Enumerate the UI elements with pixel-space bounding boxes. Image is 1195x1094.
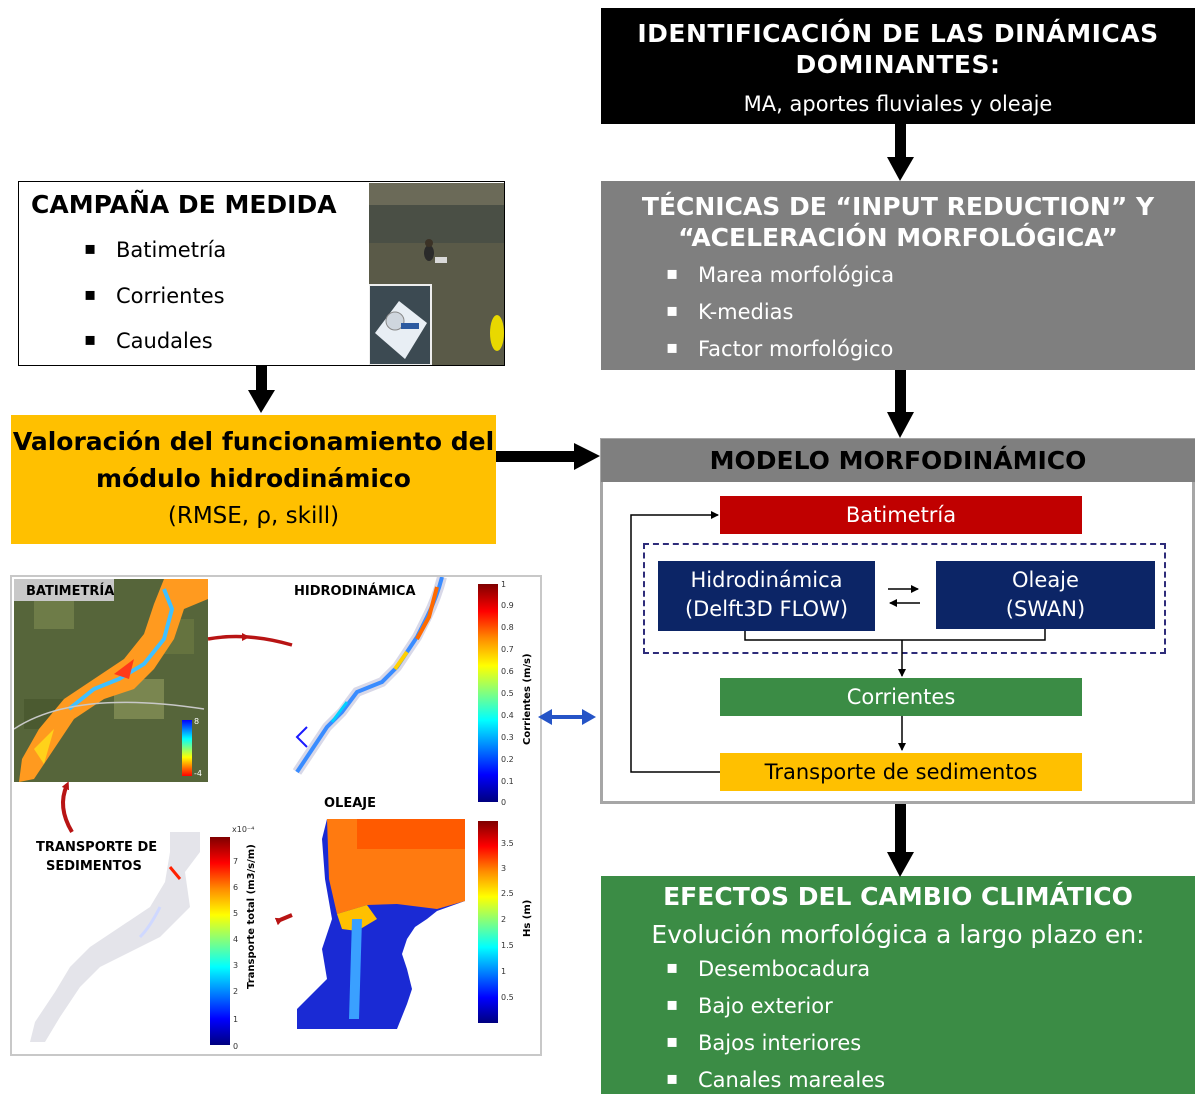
delft3d-label: (Delft3D FLOW)	[684, 597, 849, 621]
transporte-panel-label-2: SEDIMENTOS	[46, 859, 142, 874]
valoracion-subtitle: (RMSE, ρ, skill)	[167, 503, 340, 529]
hs-tick: 0.5	[501, 993, 514, 1002]
batimetria-panel-label: BATIMETRÍA	[26, 584, 115, 599]
modelo-transporte-box: Transporte de sedimentos	[720, 753, 1082, 791]
transporte-tick: 2	[233, 987, 239, 996]
down-arrow-icon	[248, 390, 275, 413]
efectos-subtitle: Evolución morfológica a largo plazo en:	[651, 920, 1145, 949]
corrientes-tick: 0.2	[501, 755, 514, 764]
batimetria-tick-top: 8	[194, 717, 200, 726]
campana-item: Corrientes	[84, 284, 224, 308]
modelo-title: MODELO MORFODINÁMICO	[601, 439, 1195, 482]
corrientes-tick: 0	[501, 798, 507, 807]
results-figure: BATIMETRÍA 8 -4 HIDRODINÁMICA Corrientes…	[10, 575, 542, 1056]
corrientes-tick: 0.7	[501, 645, 514, 654]
corrientes-colorbar	[478, 584, 498, 802]
transporte-tick: x10⁻⁴	[232, 825, 255, 834]
corrientes-tick: 0.5	[501, 689, 514, 698]
tecnicas-title: TÉCNICAS DE “INPUT REDUCTION” Y “ACELERA…	[641, 192, 1155, 252]
double-arrow-right-icon	[582, 709, 596, 725]
dinamicas-box: IDENTIFICACIÓN DE LAS DINÁMICAS DOMINANT…	[601, 8, 1195, 124]
transporte-tick: 1	[233, 1015, 239, 1024]
oleaje-label: Oleaje	[1012, 568, 1079, 592]
corrientes-tick: 0.3	[501, 733, 514, 742]
valoracion-box: Valoración del funcionamiento del módulo…	[11, 415, 496, 544]
campana-item: Batimetría	[84, 238, 226, 262]
down-arrow-icon	[887, 412, 914, 438]
transporte-map	[30, 832, 200, 1042]
dinamicas-subtitle: MA, aportes fluviales y oleaje	[743, 92, 1053, 116]
hs-tick: 2	[501, 915, 507, 924]
campana-title: CAMPAÑA DE MEDIDA	[31, 190, 337, 219]
efectos-item: Bajos interiores	[666, 1031, 861, 1055]
tecnicas-item: Marea morfológica	[666, 263, 894, 287]
tecnicas-item: K-medias	[666, 300, 793, 324]
down-arrow-icon	[887, 157, 914, 181]
corrientes-tick: 0.1	[501, 777, 514, 786]
hidrodinamica-label: Hidrodinámica	[690, 568, 843, 592]
dinamicas-title: IDENTIFICACIÓN DE LAS DINÁMICAS DOMINANT…	[637, 19, 1159, 79]
transporte-tick: 4	[233, 935, 239, 944]
hidrodinamica-map	[292, 577, 447, 775]
transporte-colorbar	[210, 837, 230, 1045]
hs-tick: 3	[501, 864, 507, 873]
efectos-item: Bajo exterior	[666, 994, 833, 1018]
figure-cycle-arrows	[61, 633, 293, 926]
transporte-tick: 3	[233, 961, 239, 970]
hs-tick: 1.5	[501, 941, 514, 950]
modelo-batimetria-box: Batimetría	[720, 496, 1082, 534]
oleaje-map	[297, 819, 465, 1029]
efectos-item: Desembocadura	[666, 957, 870, 981]
hidrodinamica-panel-label: HIDRODINÁMICA	[294, 584, 416, 599]
swan-label: (SWAN)	[1005, 597, 1086, 621]
valoracion-title: Valoración del funcionamiento del módulo…	[12, 427, 495, 493]
hs-tick: 3.5	[501, 839, 514, 848]
efectos-title: EFECTOS DEL CAMBIO CLIMÁTICO	[663, 882, 1133, 911]
corrientes-tick: 0.4	[501, 711, 514, 720]
campana-item: Caudales	[84, 329, 213, 353]
corrientes-tick: 0.6	[501, 667, 514, 676]
batimetria-colorbar	[182, 720, 192, 776]
transporte-panel-label-1: TRANSPORTE DE	[36, 840, 158, 855]
hs-colorbar	[478, 821, 498, 1023]
arrow-bat-to-hidro-icon	[242, 633, 250, 641]
transporte-tick: 0	[233, 1042, 239, 1051]
modelo-corrientes-box: Corrientes	[720, 678, 1082, 716]
efectos-box: EFECTOS DEL CAMBIO CLIMÁTICO Evolución m…	[601, 876, 1195, 1094]
hs-tick: 2.5	[501, 889, 514, 898]
corrientes-tick: 0.9	[501, 601, 514, 610]
batimetria-tick-bottom: -4	[194, 769, 202, 778]
campaign-photo	[369, 183, 504, 365]
batimetria-map: BATIMETRÍA 8 -4	[13, 579, 208, 782]
transporte-tick: 6	[233, 883, 239, 892]
efectos-item: Canales mareales	[666, 1068, 885, 1092]
right-arrow-icon	[574, 443, 600, 470]
hs-tick: 1	[501, 967, 507, 976]
transporte-tick: 7	[233, 857, 239, 866]
hidrodinamica-box: Hidrodinámica (Delft3D FLOW)	[658, 561, 875, 631]
down-arrow-icon	[887, 852, 914, 877]
corrientes-tick: 1	[501, 580, 507, 589]
corrientes-tick: 0.8	[501, 623, 514, 632]
oleaje-box: Oleaje (SWAN)	[936, 561, 1155, 629]
tecnicas-item: Factor morfológico	[666, 337, 893, 361]
tecnicas-box: TÉCNICAS DE “INPUT REDUCTION” Y “ACELERA…	[601, 181, 1195, 370]
transporte-tick: 5	[233, 909, 239, 918]
oleaje-panel-label: OLEAJE	[324, 796, 376, 811]
